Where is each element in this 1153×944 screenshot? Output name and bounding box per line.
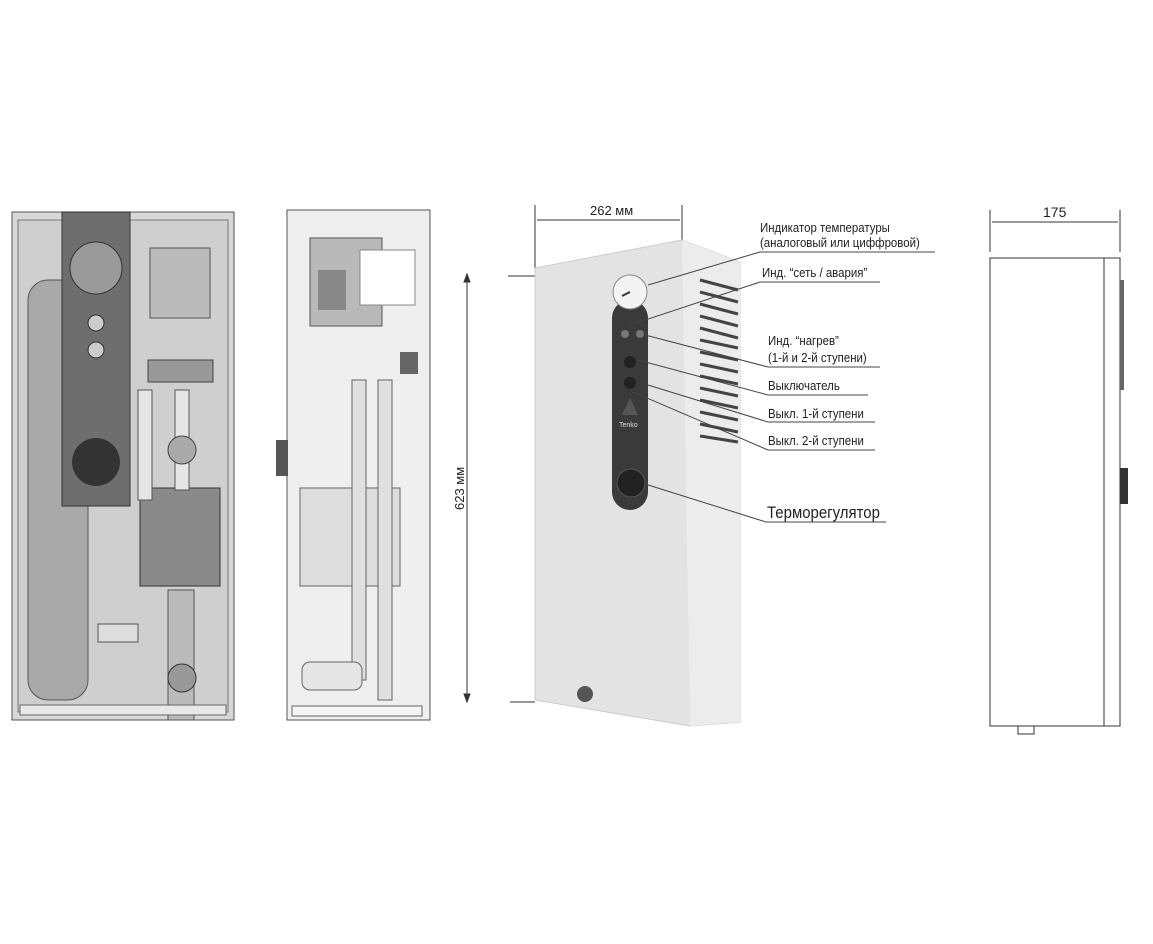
boiler-side-view bbox=[989, 210, 1128, 735]
boiler-front-view bbox=[534, 239, 741, 727]
callout-stage2-switch: Выкл. 2-й ступени bbox=[768, 433, 864, 448]
internal-view-left bbox=[11, 211, 235, 721]
callout-lines bbox=[629, 251, 935, 523]
width-dimension-line bbox=[534, 205, 683, 276]
callout-stage1-switch: Выкл. 1-й ступени bbox=[768, 406, 864, 421]
callout-temp-indicator-line2: (аналоговый или циффровой) bbox=[760, 235, 920, 250]
panel-brand-logo: Tenko bbox=[619, 422, 638, 429]
height-dimension-line bbox=[463, 272, 535, 704]
callout-heating-indicator-line1: Инд. “нагрев” bbox=[768, 333, 839, 348]
callout-temp-indicator-line1: Индикатор температуры bbox=[760, 220, 890, 235]
depth-dimension-label: 175 bbox=[1043, 204, 1067, 220]
callout-heating-indicator-line2: (1-й и 2-й ступени) bbox=[768, 350, 867, 365]
width-dimension-label: 262 мм bbox=[590, 203, 634, 218]
callout-thermoregulator: Терморегулятор bbox=[767, 503, 880, 522]
internal-view-right bbox=[276, 209, 431, 721]
height-dimension-label: 623 мм bbox=[452, 466, 467, 510]
callout-network-alarm: Инд. “сеть / авария” bbox=[762, 265, 868, 280]
callout-switch: Выключатель bbox=[768, 378, 840, 393]
